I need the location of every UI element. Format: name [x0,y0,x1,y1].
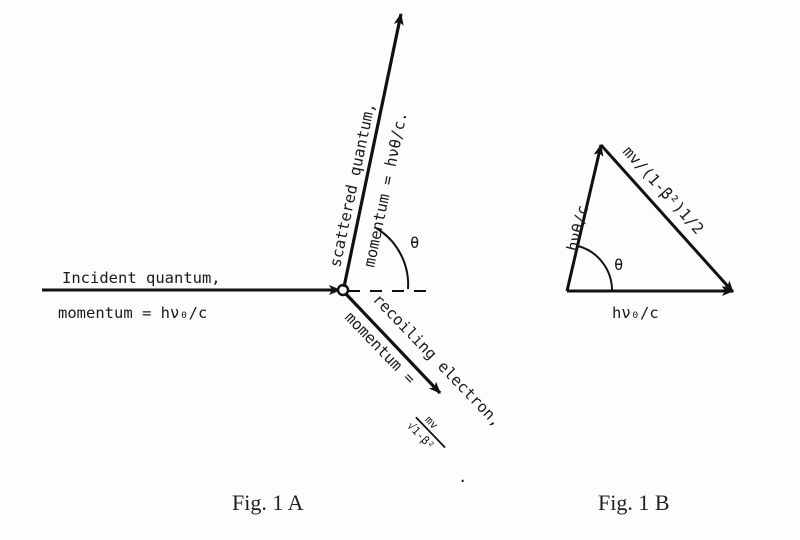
recoil-end-period: . [458,468,467,486]
caption-fig-1a: Fig. 1 A [232,490,304,515]
incident-label-line2: momentum = hν₀/c [58,304,207,322]
recoil-electron-arrow [344,292,442,395]
scattered-quantum-arrow [342,13,404,288]
figure-a: θ Incident quantum, momentum = hν₀/c sca… [42,13,505,515]
triangle-left-label: hνθ/c [563,203,592,253]
recoil-fraction: mv √1-β² [404,413,446,452]
caption-fig-1b: Fig. 1 B [598,490,670,515]
theta-label-b: θ [614,256,623,274]
triangle-left-side-arrow [565,144,604,292]
triangle-hypotenuse-arrow [599,143,735,294]
incident-label-line1: Incident quantum, [62,269,221,287]
theta-label-a: θ [410,234,419,252]
recoil-fraction-numerator: mv [422,413,441,432]
figure-b: θ hνθ/c mv/(1-β²)1/2 hν₀/c Fig. 1 B [563,143,735,515]
theta-arc-b [577,245,614,292]
triangle-hypotenuse-label: mv/(1-β²)1/2 [619,143,707,238]
recoil-fraction-bar [415,416,446,449]
theta-arc [375,227,410,290]
triangle-bottom-label: hν₀/c [612,304,659,322]
